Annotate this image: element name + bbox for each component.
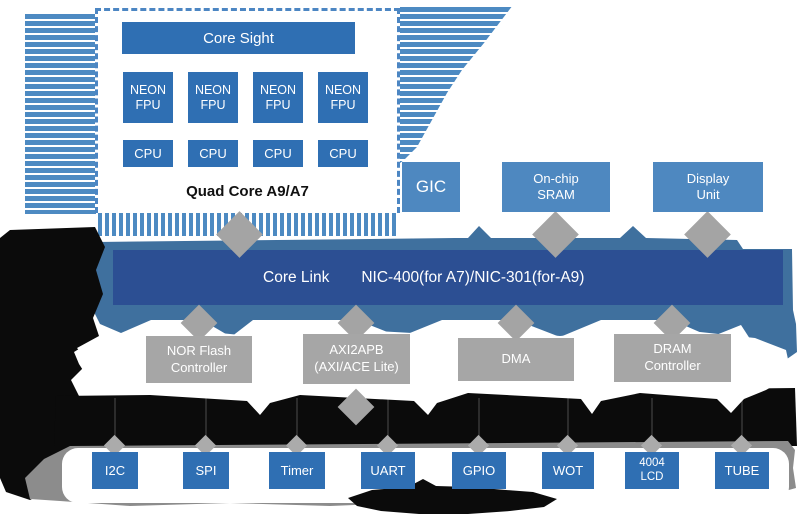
stripe-block-left (25, 12, 96, 214)
nor-flash-controller-block: NOR Flash Controller (146, 336, 252, 383)
bus-spec: NIC-400(for A7)/NIC-301(for-A9) (361, 268, 585, 286)
display-unit-block: Display Unit (653, 162, 763, 212)
neon-label: NEON (129, 82, 167, 97)
cpu-label: CPU (134, 146, 162, 161)
neon-label: NEON (194, 82, 232, 97)
axi2apb-block: AXI2APB (AXI/ACE Lite) (303, 334, 410, 384)
controller-ribbon (74, 330, 789, 415)
uart-block: UART (361, 452, 415, 489)
quad-core-caption: Quad Core A9/A7 (186, 183, 309, 200)
cpu-block: CPU (318, 140, 368, 167)
core-sight-label: Core Sight (203, 29, 274, 47)
i2c-block: I2C (92, 452, 138, 489)
tube-block: TUBE (715, 452, 769, 489)
bus-name: Core Link (263, 268, 330, 286)
wot-block: WOT (542, 452, 594, 489)
fpu-label: FPU (135, 97, 161, 112)
neon-fpu-block: NEON FPU (318, 72, 368, 123)
cpu-label: CPU (329, 146, 357, 161)
neon-label: NEON (259, 82, 297, 97)
cpu-block: CPU (123, 140, 173, 167)
neon-fpu-block: NEON FPU (188, 72, 238, 123)
neon-fpu-block: NEON FPU (123, 72, 173, 123)
quad-core-panel: Core Sight NEON FPU NEON FPU NEON FPU NE… (95, 8, 400, 213)
peripheral-ribbon (62, 448, 789, 503)
cpu-block: CPU (188, 140, 238, 167)
neon-fpu-block: NEON FPU (253, 72, 303, 123)
stripe-block-right (400, 5, 513, 163)
cpu-label: CPU (199, 146, 227, 161)
fpu-label: FPU (200, 97, 226, 112)
timer-block: Timer (269, 452, 325, 489)
cpu-block: CPU (253, 140, 303, 167)
onchip-sram-block: On-chip SRAM (502, 162, 610, 212)
dram-controller-block: DRAM Controller (614, 334, 731, 382)
spi-block: SPI (183, 452, 229, 489)
core-sight-block: Core Sight (122, 22, 355, 54)
gpio-block: GPIO (452, 452, 506, 489)
core-link-bus: Core Link NIC-400(for A7)/NIC-301(for-A9… (113, 250, 783, 305)
fpu-label: FPU (265, 97, 291, 112)
neon-label: NEON (324, 82, 362, 97)
dma-block: DMA (458, 338, 574, 381)
cpu-label: CPU (264, 146, 292, 161)
gic-label: GIC (415, 177, 447, 196)
ink-band (54, 388, 797, 446)
fpu-label: FPU (330, 97, 356, 112)
lcd-block: 4004 LCD (625, 452, 679, 489)
gic-block: GIC (402, 162, 460, 212)
